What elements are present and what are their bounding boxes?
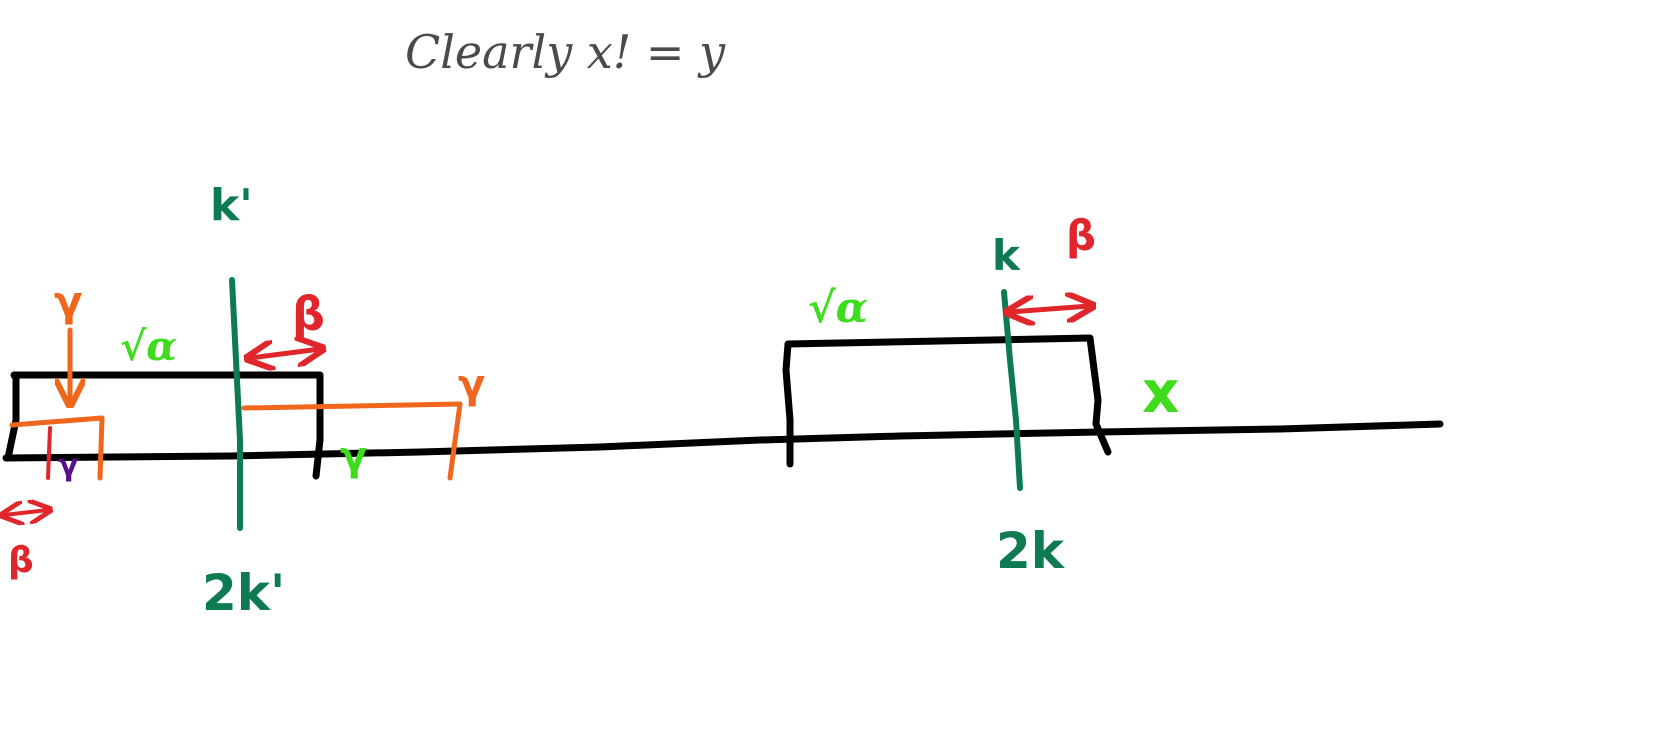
k-bottom-label: 2k [996, 522, 1066, 580]
right-block-outline [782, 334, 1112, 468]
gamma-purple-label: γ [58, 448, 78, 483]
title-text: Clearly x! = y [405, 25, 726, 79]
left-orange-box [9, 415, 105, 481]
kprime-line [229, 277, 243, 531]
k-top-label: k [992, 231, 1021, 280]
sqrt-alpha-right-label: √α [808, 283, 868, 332]
beta-arrow-right [1010, 306, 1090, 312]
beta-bottom-label: β [8, 540, 34, 581]
k-line [1001, 289, 1023, 491]
left-red-tick [46, 426, 52, 480]
beta-right-label: β [1066, 211, 1096, 260]
beta-arrow-left-top [250, 349, 320, 358]
baseline [2, 420, 1444, 462]
gamma-green-label: γ [340, 434, 367, 480]
gamma-orange-right-label: γ [458, 362, 485, 408]
beta-arrow-left-bottom [4, 510, 48, 515]
kprime-bottom-label: 2k' [202, 564, 285, 622]
kprime-top-label: k' [210, 180, 253, 231]
gamma-orange-top-label: γ [54, 277, 83, 326]
left-block-outline [4, 371, 324, 480]
sqrt-alpha-left-label: √α [120, 323, 177, 370]
left-orange-extension [241, 401, 463, 481]
beta-top-label: β [292, 287, 325, 341]
x-label: x [1142, 358, 1179, 426]
